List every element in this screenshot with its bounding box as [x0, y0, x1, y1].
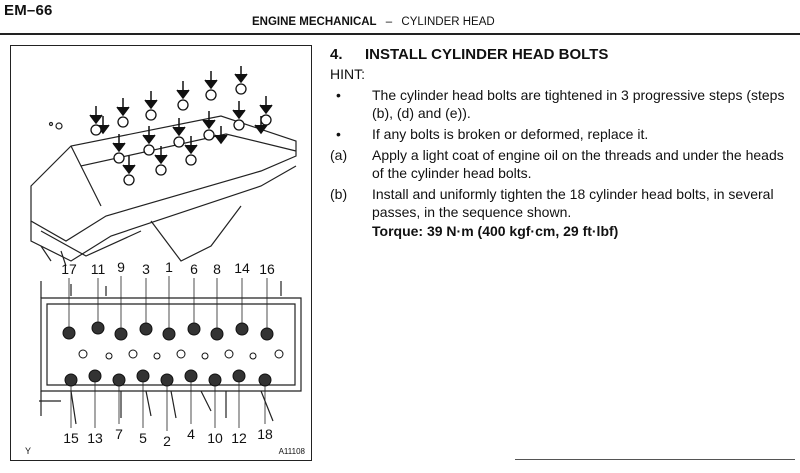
- valve-seats: [78, 349, 284, 360]
- bolt-heads-perspective: [90, 83, 272, 186]
- sequence-number: 18: [257, 426, 273, 442]
- sequence-number: 4: [187, 426, 195, 442]
- sub-step-label: (a): [330, 147, 348, 163]
- sequence-number: 5: [139, 430, 147, 446]
- sub-step: (a) Apply a light coat of engine oil on …: [330, 146, 792, 182]
- sequence-number: 12: [231, 430, 247, 446]
- bottom-rule: [515, 459, 795, 460]
- bolt-arrows: [89, 66, 273, 175]
- bolt-holes-top-row: [62, 321, 274, 341]
- bullet-mark: •: [336, 87, 341, 103]
- bullet-text: If any bolts is broken or deformed, repl…: [372, 126, 649, 142]
- sequence-number: 7: [115, 426, 123, 442]
- sequence-number: 11: [90, 261, 106, 277]
- cylinder-head-illustration: [30, 66, 302, 431]
- sub-step-text: Apply a light coat of engine oil on the …: [372, 147, 784, 181]
- instruction-text: 4. INSTALL CYLINDER HEAD BOLTS HINT: • T…: [330, 46, 792, 240]
- cylinder-head-figure: 17 11 9 3 1 6 8 14 16 15 13 7 5 2 4 10 1…: [10, 45, 312, 461]
- bullet-item: • The cylinder head bolts are tightened …: [330, 86, 792, 122]
- sequence-number: 9: [117, 259, 125, 275]
- bullet-text: The cylinder head bolts are tightened in…: [372, 87, 785, 121]
- head-top-view: [39, 281, 302, 425]
- sequence-number: 15: [63, 430, 79, 446]
- subsection-title: CYLINDER HEAD: [401, 16, 495, 28]
- sequence-number: 1: [165, 259, 173, 275]
- sequence-number: 2: [163, 433, 171, 449]
- sub-step-text: Install and uniformly tighten the 18 cyl…: [372, 185, 792, 240]
- sequence-number: 17: [61, 261, 77, 277]
- engine-perspective-drawing: [30, 115, 297, 267]
- separator: –: [385, 16, 393, 28]
- bolt-holes-bottom-row: [64, 369, 272, 387]
- running-head: ENGINE MECHANICAL – CYLINDER HEAD: [252, 16, 495, 28]
- torque-spec: Torque: 39 N·m (400 kgf·cm, 29 ft·lbf): [372, 223, 619, 239]
- sub-step-body: Install and uniformly tighten the 18 cyl…: [372, 186, 774, 220]
- bullet-mark: •: [336, 126, 341, 142]
- hint-label: HINT:: [330, 66, 365, 82]
- step-heading: 4. INSTALL CYLINDER HEAD BOLTS: [330, 46, 792, 64]
- section-title: ENGINE MECHANICAL: [252, 16, 377, 28]
- sequence-number: 8: [213, 261, 221, 277]
- bullet-item: • If any bolts is broken or deformed, re…: [330, 125, 792, 143]
- sequence-number: 10: [207, 430, 223, 446]
- step-number: 4.: [330, 46, 343, 63]
- figure-code: A11108: [278, 447, 305, 456]
- sub-step: (b) Install and uniformly tighten the 18…: [330, 185, 792, 240]
- figure-corner-letter: Y: [25, 446, 32, 456]
- page-code: EM–66: [4, 2, 53, 19]
- step-title: INSTALL CYLINDER HEAD BOLTS: [365, 46, 609, 63]
- sequence-number: 16: [259, 261, 275, 277]
- sequence-number: 6: [190, 261, 198, 277]
- sequence-number: 3: [142, 261, 150, 277]
- sequence-number: 13: [87, 430, 103, 446]
- sub-step-label: (b): [330, 186, 348, 202]
- sequence-number: 14: [234, 260, 250, 276]
- leader-lines: [68, 276, 268, 431]
- header-rule: [0, 33, 800, 35]
